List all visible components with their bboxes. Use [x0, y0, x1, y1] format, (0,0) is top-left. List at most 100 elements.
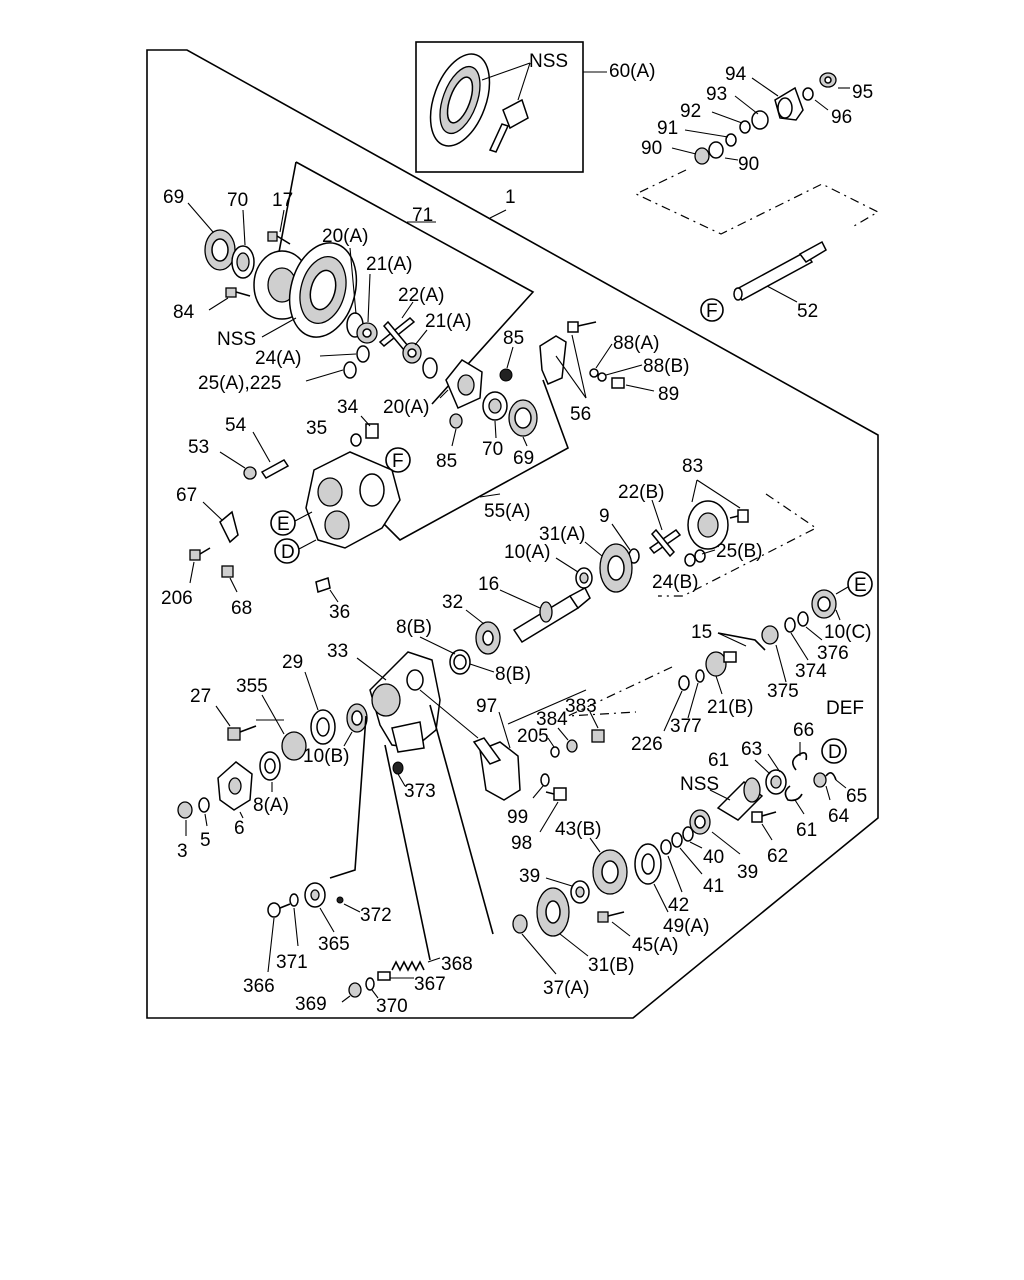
flange-shaft-leader: [634, 169, 880, 235]
part-88a-label: 88(A): [613, 333, 659, 354]
flange-6-drawing: [217, 761, 253, 811]
part-20a-lower-label: 20(A): [383, 397, 429, 418]
ref-f-top-label: F: [706, 301, 718, 322]
bolt-68-drawing: [221, 565, 234, 578]
part-205-label: 205: [517, 726, 549, 747]
part-68-label: 68: [231, 598, 252, 619]
part-31a-label: 31(A): [539, 524, 585, 545]
part-39-lower-label: 39: [519, 866, 540, 887]
part-383-label: 383: [565, 696, 597, 717]
part-99-label: 99: [507, 807, 528, 828]
part-368-label: 368: [441, 954, 473, 975]
ref-d-housing-label: D: [281, 542, 295, 563]
ref-d-circle-right: [821, 738, 847, 764]
ring-pinion-inset-box: [415, 41, 584, 173]
part-206-label: 206: [161, 588, 193, 609]
part-95-label: 95: [852, 82, 873, 103]
bolt-62-drawing: [751, 811, 777, 823]
part-373-label: 373: [404, 781, 436, 802]
part-67-label: 67: [176, 485, 197, 506]
part-89-label: 89: [658, 384, 679, 405]
part-370-label: 370: [376, 996, 408, 1017]
part-32-label: 32: [442, 592, 463, 613]
ref-f-housing-label: F: [392, 451, 404, 472]
part-53-label: 53: [188, 437, 209, 458]
part-40-label: 40: [703, 847, 724, 868]
part-52-label: 52: [797, 301, 818, 322]
ring-gear-inset-drawing: [429, 53, 491, 147]
part-34-label: 34: [337, 397, 359, 418]
side-gear-20a-lower: [422, 357, 438, 379]
part-21b-label: 21(B): [707, 697, 753, 718]
gear-355-drawing: [281, 731, 307, 761]
ring-42-drawing: [660, 839, 672, 855]
washer-96-drawing: [802, 87, 814, 101]
ring-gear-drawing: [288, 242, 358, 338]
part-96-label: 96: [831, 107, 852, 128]
part-71-label: 71: [412, 205, 433, 226]
bearing-375-drawing: [761, 625, 779, 645]
stud-53-54-drawing: [243, 459, 290, 480]
gasket-29-drawing: [310, 709, 336, 745]
part-371-label: 371: [276, 952, 308, 973]
gasket-49a-drawing: [634, 843, 662, 885]
ring-91-drawing: [725, 133, 737, 147]
part-69-left-label: 69: [163, 187, 184, 208]
washer-24a-drawing: [356, 345, 370, 363]
bearing-69-right-drawing: [508, 399, 538, 437]
part-91-label: 91: [657, 118, 678, 139]
ring-374-drawing: [784, 617, 796, 633]
part-21a-lower-label: 21(A): [425, 311, 471, 332]
nss-top-label: NSS: [529, 51, 568, 72]
collar-61-drawing: [784, 785, 803, 802]
part-226-label: 226: [631, 734, 663, 755]
washer-370-drawing: [365, 977, 375, 991]
transfer-case-33-drawing: [369, 651, 441, 753]
part-90b-label: 90: [738, 154, 759, 175]
bolt-83-drawing: [729, 509, 749, 523]
shaft-16-drawing: [512, 586, 591, 644]
ref-e-circle-housing: [270, 510, 296, 536]
part-3-label: 3: [177, 841, 188, 862]
part-24a-label: 24(A): [255, 348, 301, 369]
plug-373-drawing: [392, 761, 404, 775]
nut-3-drawing: [177, 801, 193, 819]
part-375-label: 375: [767, 681, 799, 702]
part-42-label: 42: [668, 895, 689, 916]
ring-226-drawing: [678, 675, 690, 691]
part-365-label: 365: [318, 934, 350, 955]
part-22a-label: 22(A): [398, 285, 444, 306]
part-36-label: 36: [329, 602, 350, 623]
part-372-label: 372: [360, 905, 392, 926]
part-20a-upper-label: 20(A): [322, 226, 368, 247]
plug-34-35-drawing: [350, 423, 379, 447]
part-90a-label: 90: [641, 138, 662, 159]
part-63-label: 63: [741, 739, 762, 760]
part-31b-label: 31(B): [588, 955, 634, 976]
bolt-45a-drawing: [597, 911, 625, 923]
part-33-label: 33: [327, 641, 348, 662]
part-39-upper-label: 39: [737, 862, 758, 883]
part-61-upper-label: 61: [708, 750, 729, 771]
ref-e-right-label: E: [854, 575, 867, 596]
part-5-label: 5: [200, 830, 211, 851]
bearing-retainer-83-drawing: [687, 500, 729, 550]
cross-22b-drawing: [648, 528, 682, 558]
bearing-69-left-drawing: [204, 229, 236, 271]
part-85-lower-label: 85: [436, 451, 457, 472]
ring-377-drawing: [695, 669, 705, 683]
diff-case-right-drawing: [445, 359, 483, 409]
part-376-label: 376: [817, 643, 849, 664]
part-384-label: 384: [536, 709, 568, 730]
pinion-21a-upper: [356, 322, 378, 344]
part-8b-upper-label: 8(B): [396, 617, 432, 638]
shaft-52-drawing: [733, 240, 827, 301]
case-leader-left: [329, 715, 367, 879]
part-9-label: 9: [599, 506, 610, 527]
case-leader-right: [429, 704, 494, 935]
def-label: DEF: [826, 698, 864, 719]
part-367-label: 367: [414, 974, 446, 995]
part-70-left-label: 70: [227, 190, 248, 211]
gear-31a-drawing: [599, 543, 633, 593]
